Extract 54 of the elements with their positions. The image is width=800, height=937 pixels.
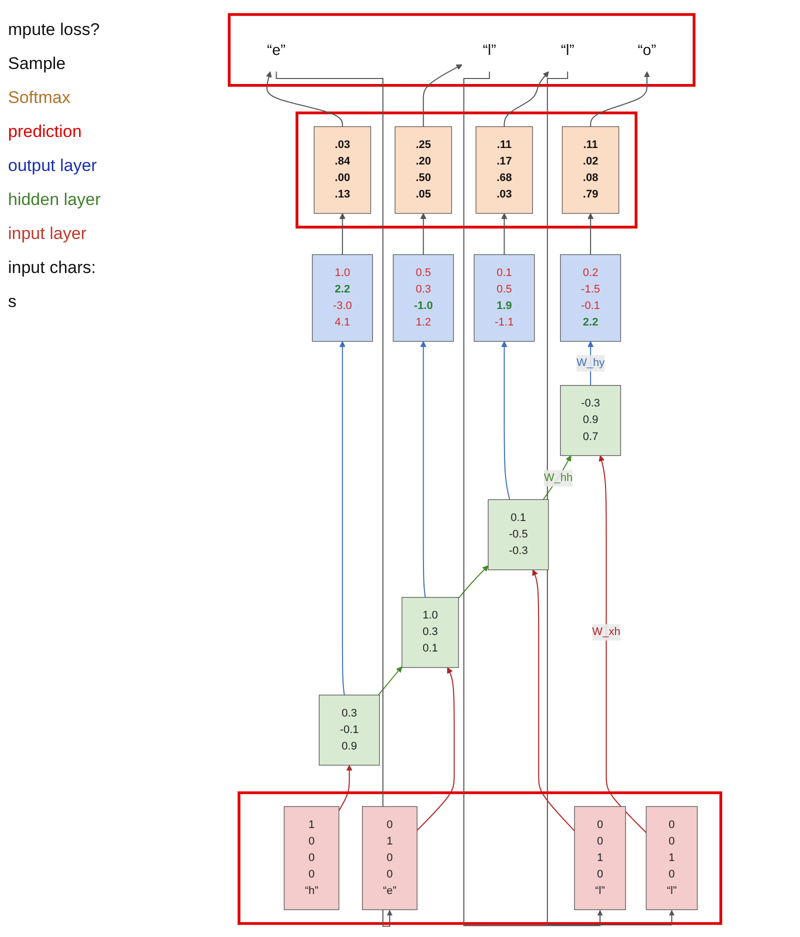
cluster <box>238 790 722 924</box>
node-box: 0.5 0.3 -1.0 1.2 <box>392 254 454 342</box>
row-label: s <box>8 292 18 312</box>
arrow <box>590 70 650 126</box>
arrow <box>339 340 346 695</box>
arrow <box>276 70 392 926</box>
row-label: mpute loss? <box>8 20 101 40</box>
arrow <box>339 212 346 254</box>
node-box: .03 .84 .00 .13 <box>314 126 372 214</box>
arrow <box>420 212 426 254</box>
node-text: “l” <box>560 40 574 58</box>
row-label: input layer <box>8 224 88 244</box>
arrow <box>463 70 603 926</box>
node-box: 0.1 -0.5 -0.3 <box>488 498 549 570</box>
node-box: -0.3 0.9 0.7 <box>560 384 622 456</box>
node-box: 0 0 1 0 “l” <box>574 806 626 910</box>
node-box: 0.1 0.5 1.9 -1.1 <box>474 254 535 342</box>
node-box: 0 1 0 0 “e” <box>362 806 418 910</box>
row-label: output layer <box>8 156 98 176</box>
edge-label: W_xh <box>592 626 620 638</box>
row-label: Softmax <box>8 88 72 108</box>
node-box: 1 0 0 0 “h” <box>284 806 340 910</box>
arrow <box>501 212 508 254</box>
row-label: Sample <box>8 54 67 74</box>
row-label: input chars: <box>8 258 97 278</box>
node-text: “o” <box>638 40 656 58</box>
arrow <box>458 564 488 598</box>
node-box: 1.0 0.3 0.1 <box>402 596 459 668</box>
arrow <box>588 212 594 254</box>
arrow <box>378 666 402 695</box>
node-box: 1.0 2.2 -3.0 4.1 <box>312 254 373 342</box>
arrow <box>504 70 549 126</box>
node-text: “l” <box>482 40 496 58</box>
row-label: hidden layer <box>8 190 102 210</box>
arrow <box>416 666 455 830</box>
node-box: 0 0 1 0 “l” <box>646 806 698 910</box>
arrow <box>546 70 674 925</box>
arrow <box>420 340 426 597</box>
arrow <box>598 454 647 832</box>
node-box: 0.2 -1.5 -0.1 2.2 <box>560 254 622 342</box>
edge-label: W_hy <box>576 356 605 368</box>
edge-label: W_hh <box>544 472 573 484</box>
node-text: “e” <box>267 40 286 58</box>
node-box: .11 .02 .08 .79 <box>562 126 620 214</box>
cluster <box>296 111 638 228</box>
cluster <box>228 12 696 86</box>
arrow <box>532 569 575 831</box>
node-box: .11 .17 .68 .03 <box>476 126 533 214</box>
node-box: 0.3 -0.1 0.9 <box>318 694 380 766</box>
arrow <box>338 764 352 810</box>
node-box: .25 .20 .50 .05 <box>394 126 452 214</box>
row-label: prediction <box>8 122 83 142</box>
arrow <box>501 340 510 500</box>
arrow <box>422 64 462 126</box>
